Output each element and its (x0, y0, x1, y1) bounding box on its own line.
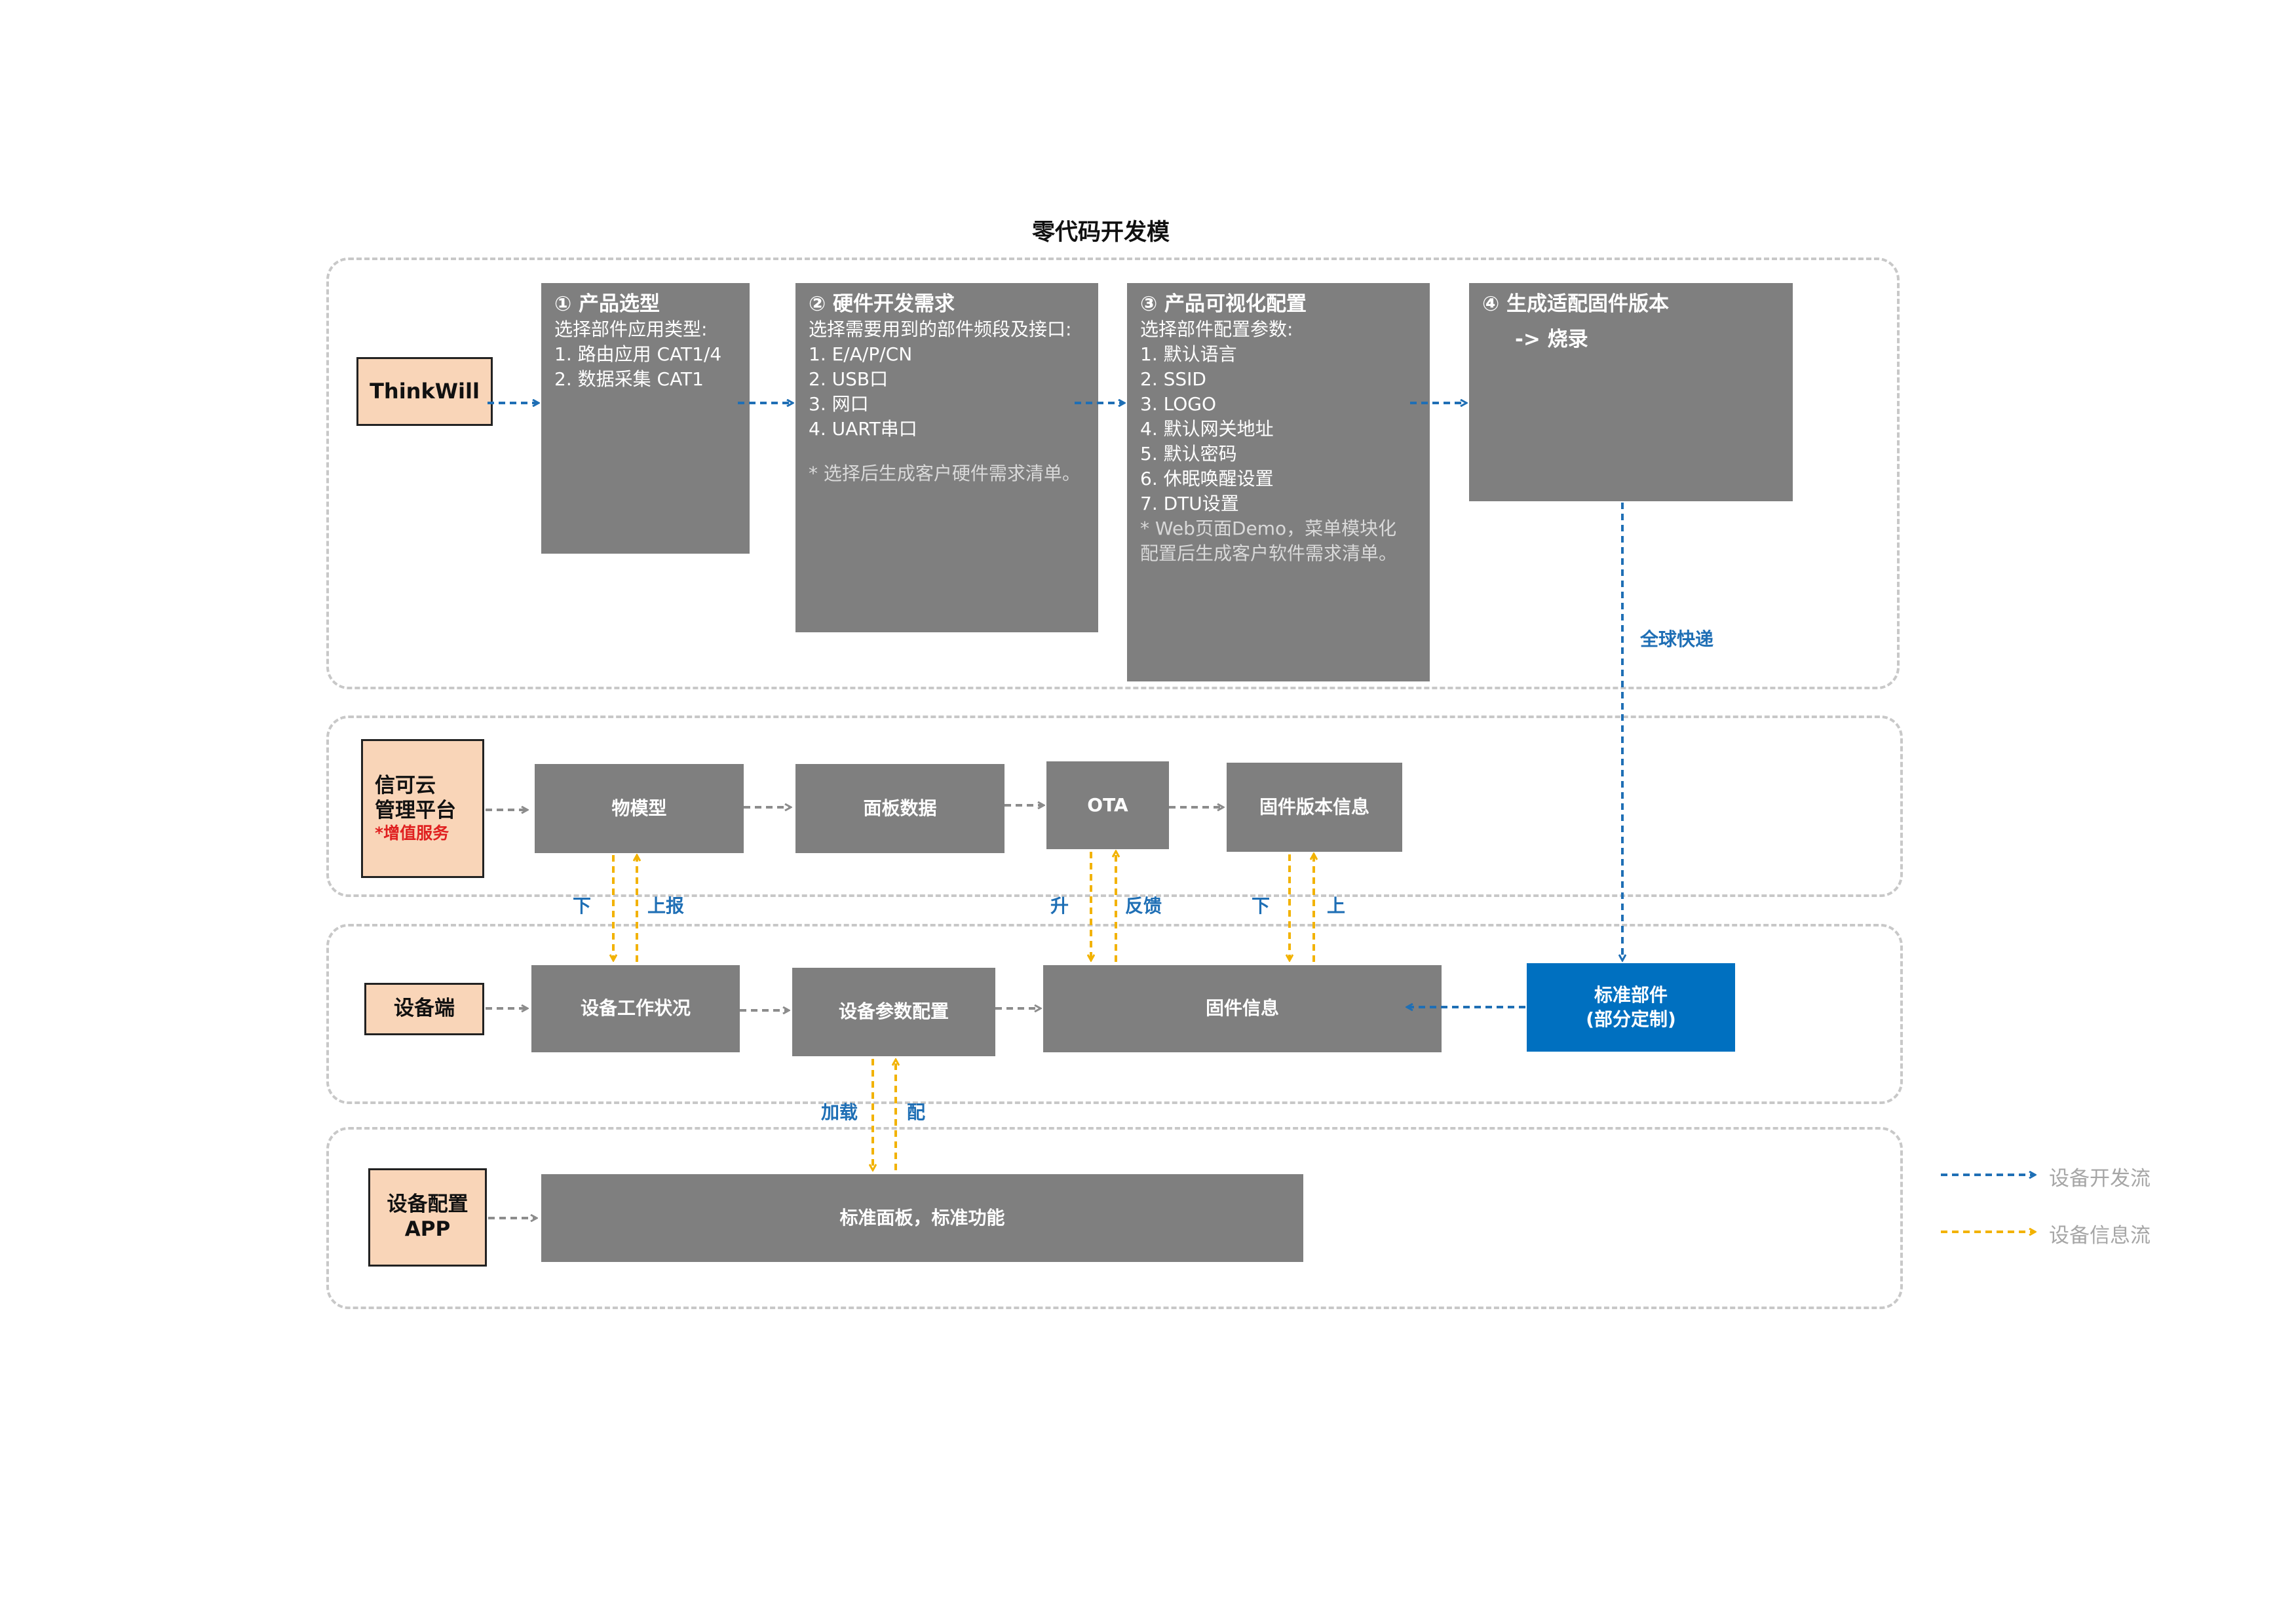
step2-note: * 选择后生成客户硬件需求清单。 (809, 463, 1081, 484)
step4-header: ④ 生成适配固件版本 (1482, 292, 1670, 316)
step1-line: 1. 路由应用 CAT1/4 (554, 343, 722, 365)
thinkwill-label: ThinkWill (356, 357, 493, 426)
value-added-note: *增值服务 (375, 823, 450, 843)
step-visual-config: ③ 产品可视化配置 选择部件配置参数: 1. 默认语言 2. SSID 3. L… (1127, 283, 1430, 681)
app-label-line2: APP (404, 1217, 451, 1241)
step2-line: 4. UART串口 (809, 418, 917, 440)
flow-label-config: 配 (907, 1101, 926, 1123)
cloud-platform-label: 信可云 管理平台 *增值服务 (361, 739, 484, 878)
flow-label-report: 上报 (647, 895, 685, 917)
diagram-title: 零代码开发模 (1031, 220, 1170, 246)
flow-label-down1: 下 (573, 895, 592, 917)
firmware-version-info-box: 固件版本信息 (1227, 763, 1402, 852)
device-label-text: 设备端 (394, 997, 455, 1021)
step-product-selection: ① 产品选型 选择部件应用类型: 1. 路由应用 CAT1/4 2. 数据采集 … (541, 283, 750, 554)
step3-line: 7. DTU设置 (1140, 493, 1239, 514)
device-status-box: 设备工作状况 (531, 965, 740, 1052)
legend-info-flow-label: 设备信息流 (2049, 1224, 2151, 1248)
step1-header: ① 产品选型 (554, 292, 660, 316)
standard-panel-box: 标准面板，标准功能 (541, 1174, 1303, 1262)
step2-header: ② 硬件开发需求 (809, 292, 955, 316)
ota-box: OTA (1046, 761, 1169, 849)
standard-line2: (部分定制) (1586, 1008, 1676, 1030)
flow-label-load: 加载 (821, 1101, 858, 1123)
thing-model-box: 物模型 (535, 764, 744, 853)
config-app-label: 设备配置 APP (368, 1168, 487, 1267)
cloud-name-line1: 信可云 (375, 773, 436, 797)
flow-label-upgrade: 升 (1050, 895, 1069, 917)
step3-note: * Web页面Demo，菜单模块化 (1140, 518, 1397, 539)
step-hardware-requirements: ② 硬件开发需求 选择需要用到的部件频段及接口: 1. E/A/P/CN 2. … (795, 283, 1098, 632)
flow-label-up2: 上 (1327, 895, 1346, 917)
device-label: 设备端 (364, 983, 484, 1035)
step1-line: 2. 数据采集 CAT1 (554, 368, 704, 390)
panel-data-box: 面板数据 (795, 764, 1004, 853)
firmware-info-box: 固件信息 (1043, 965, 1442, 1052)
standard-line1: 标准部件 (1594, 984, 1668, 1006)
step3-line: 1. 默认语言 (1140, 343, 1237, 365)
step3-line: 选择部件配置参数: (1140, 318, 1293, 340)
section-app (326, 1127, 1903, 1309)
legend-dev-flow-label: 设备开发流 (2049, 1167, 2151, 1191)
cloud-name-line2: 管理平台 (375, 798, 456, 822)
step2-line: 3. 网口 (809, 393, 869, 415)
flow-label-down2: 下 (1252, 895, 1271, 917)
flow-label-feedback: 反馈 (1125, 895, 1162, 917)
step2-line: 2. USB口 (809, 368, 889, 390)
device-param-config-box: 设备参数配置 (792, 968, 995, 1056)
step3-line: 4. 默认网关地址 (1140, 418, 1274, 440)
app-label-line1: 设备配置 (387, 1193, 469, 1217)
standard-component-box: 标准部件 (部分定制) (1527, 963, 1735, 1052)
step3-line: 2. SSID (1140, 368, 1206, 390)
section-cloud-platform (326, 716, 1903, 897)
step3-header: ③ 产品可视化配置 (1140, 292, 1307, 316)
step-firmware-generation: ④ 生成适配固件版本 -> 烧录 (1469, 283, 1793, 501)
section-zero-code-dev (326, 258, 1900, 689)
step2-line: 1. E/A/P/CN (809, 343, 913, 365)
thinkwill-text: ThinkWill (370, 378, 480, 404)
step1-line: 选择部件应用类型: (554, 318, 708, 340)
express-label: 全球快递 (1640, 628, 1714, 650)
step3-line: 5. 默认密码 (1140, 443, 1237, 465)
step3-line: 6. 休眠唤醒设置 (1140, 468, 1274, 489)
step3-line: 3. LOGO (1140, 393, 1216, 415)
step4-burn: -> 烧录 (1515, 328, 1588, 351)
step3-note: 配置后生成客户软件需求清单。 (1140, 543, 1398, 564)
step2-line: 选择需要用到的部件频段及接口: (809, 318, 1072, 340)
